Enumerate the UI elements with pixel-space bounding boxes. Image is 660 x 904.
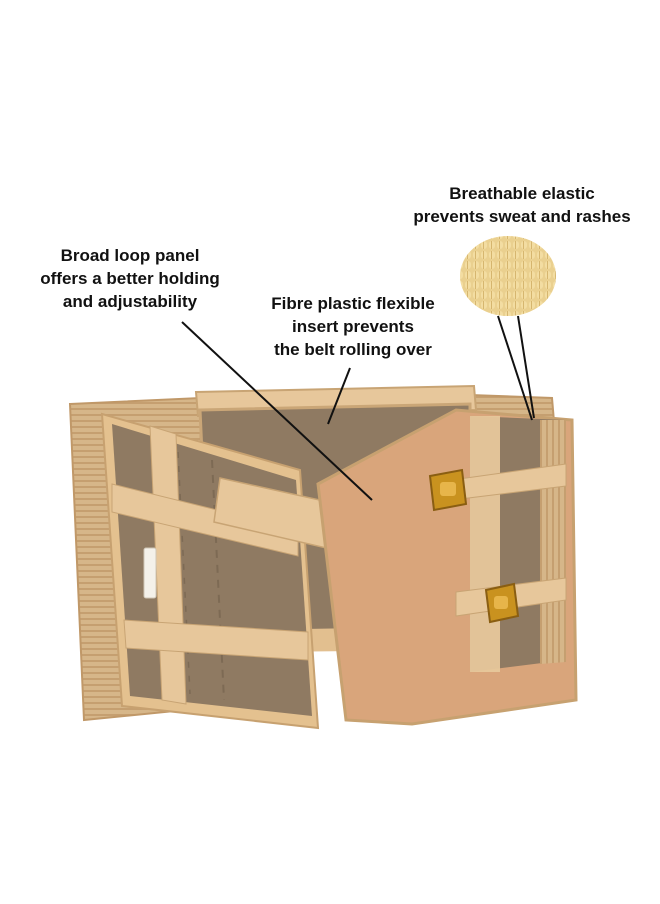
callout-breathable-elastic: Breathable elastic prevents sweat and ra… — [392, 182, 652, 228]
callout-line: offers a better holding — [40, 269, 220, 288]
callout-line: prevents sweat and rashes — [413, 207, 631, 226]
elastic-swatch-closeup — [460, 236, 556, 316]
callout-plastic-insert: Fibre plastic flexible insert prevents t… — [238, 292, 468, 361]
callout-pointer-lines — [181, 315, 535, 501]
buckle-upper — [428, 468, 468, 512]
buckle-lower — [484, 582, 520, 624]
belt-right-front-panel — [316, 408, 578, 726]
callout-line: the belt rolling over — [274, 340, 432, 359]
callout-line: Breathable elastic — [449, 184, 595, 203]
callout-line: and adjustability — [62, 292, 198, 311]
callout-line: insert prevents — [292, 317, 414, 336]
brand-label-tag — [143, 547, 157, 599]
callout-line: Broad loop panel — [60, 246, 200, 265]
callout-broad-loop-panel: Broad loop panel offers a better holding… — [20, 244, 240, 313]
callout-line: Fibre plastic flexible — [271, 294, 435, 313]
